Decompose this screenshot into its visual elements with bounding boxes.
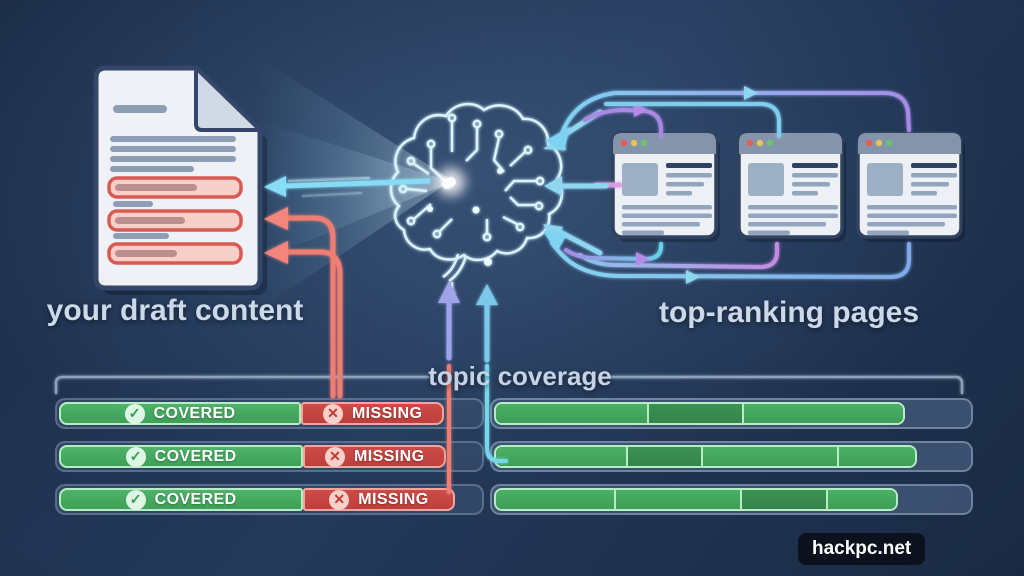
check-icon: ✓: [124, 403, 145, 424]
missing-label: MISSING: [351, 404, 423, 422]
topic-segment: [496, 490, 614, 509]
check-icon: ✓: [125, 489, 146, 510]
covered-label: COVERED: [154, 447, 237, 465]
topic-segment: [742, 404, 903, 423]
page-fold-corner: [194, 66, 262, 132]
missing-highlight-lines: [107, 176, 243, 265]
draft-coverage-row: ✓ COVERED ✕ MISSING: [55, 484, 484, 515]
bottom-flow-curves: [543, 231, 911, 284]
topic-segment: [496, 447, 626, 466]
ranking-page-card: [737, 131, 846, 242]
watermark-badge: hackpc.net: [798, 533, 926, 565]
top-flow-curves: [545, 86, 911, 151]
draft-document-icon: [93, 65, 267, 295]
ranking-coverage-row: [490, 441, 973, 472]
draft-coverage-row: ✓ COVERED ✕ MISSING: [55, 441, 484, 472]
topic-segment: [837, 447, 915, 466]
cross-icon: ✕: [322, 403, 343, 424]
covered-segment: ✓ COVERED: [59, 445, 304, 468]
topic-coverage-label: topic coverage: [428, 361, 612, 391]
brain-to-document-arrow: [264, 176, 431, 197]
ranking-coverage-row: [490, 398, 973, 429]
ranking-coverage-row: [490, 484, 973, 515]
topic-segment: [701, 447, 838, 466]
top-ranking-title: top-ranking pages: [658, 296, 920, 329]
topic-segment: [739, 490, 826, 509]
ranking-fill: [494, 402, 905, 425]
check-icon: ✓: [125, 446, 146, 467]
topic-segment: [825, 490, 896, 509]
topic-segment: [646, 404, 743, 423]
cross-icon: ✕: [325, 446, 346, 467]
topic-segment: [613, 490, 740, 509]
browser-page-icons: [611, 131, 965, 242]
ranking-page-card: [611, 131, 720, 242]
brain-glow-nodes: [427, 168, 503, 296]
covered-label: COVERED: [154, 490, 237, 508]
topic-segment: [496, 404, 647, 423]
cross-icon: ✕: [329, 489, 350, 510]
covered-segment: ✓ COVERED: [59, 402, 302, 425]
covered-segment: ✓ COVERED: [59, 488, 304, 511]
covered-label: COVERED: [153, 404, 236, 422]
missing-label: MISSING: [354, 447, 425, 465]
draft-content-title: your draft content: [46, 294, 304, 327]
ranking-page-card: [856, 131, 965, 242]
draft-coverage-row: ✓ COVERED ✕ MISSING: [55, 398, 484, 429]
missing-segment: ✕ MISSING: [303, 445, 447, 468]
missing-label: MISSING: [358, 490, 429, 508]
missing-segment: ✕ MISSING: [301, 402, 445, 425]
missing-segment: ✕ MISSING: [303, 488, 455, 511]
ranking-fill: [494, 488, 898, 511]
ranking-fill: [494, 445, 917, 468]
topic-segment: [625, 447, 702, 466]
inputs-to-brain-arrows: [543, 109, 623, 256]
